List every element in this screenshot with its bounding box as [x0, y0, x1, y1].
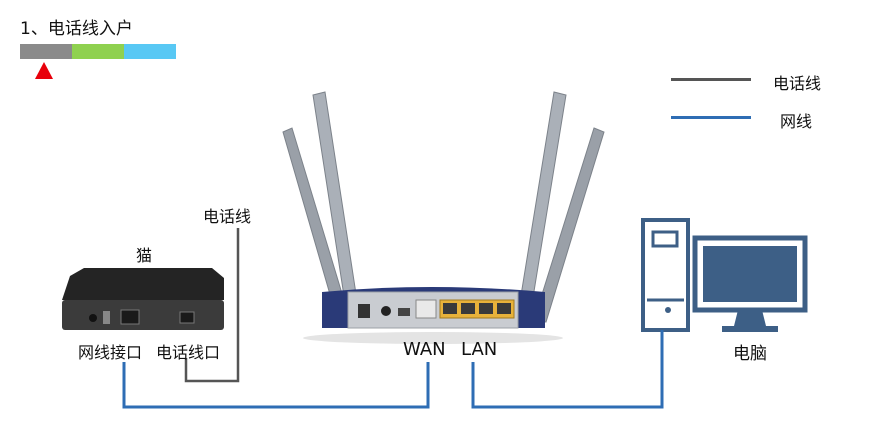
- router-lan-label: LAN: [461, 339, 498, 360]
- modem-network-port: [120, 309, 140, 325]
- modem-button: [103, 311, 110, 324]
- pc-monitor-stand: [734, 310, 766, 326]
- progress-segment-2: [72, 44, 124, 59]
- modem: [62, 268, 224, 330]
- modem-top: [62, 268, 224, 300]
- legend-phone-line-label: 电话线: [773, 74, 822, 93]
- step-title: 1、电话线入户: [20, 19, 133, 39]
- progress-bar: [20, 44, 176, 59]
- pc-tower-light: [665, 307, 671, 313]
- computer-label: 电脑: [733, 344, 767, 364]
- phone-line-label: 电话线: [203, 207, 252, 226]
- lan-to-computer-cable: [471, 330, 664, 409]
- legend-network-line-label: 网线: [780, 112, 813, 131]
- router-button: [398, 308, 410, 316]
- router-power-port: [358, 304, 370, 318]
- antenna-far-right: [533, 127, 605, 323]
- router-power-jack: [381, 306, 391, 316]
- legend-network-line-swatch: [671, 116, 751, 119]
- progress-segment-1: [20, 44, 72, 59]
- modem-phone-port-label: 电话线口: [156, 343, 221, 362]
- pc-monitor-screen: [703, 246, 797, 302]
- router-lan-port-2: [461, 303, 475, 314]
- progress-segment-3: [124, 44, 176, 59]
- router-wan-label: WAN: [403, 339, 446, 360]
- legend-phone-line-swatch: [671, 78, 751, 81]
- antenna-right: [516, 91, 567, 323]
- router-wan-port: [415, 299, 437, 319]
- router-lan-ports: [439, 299, 515, 319]
- modem-label: 猫: [136, 246, 153, 265]
- router-lan-port-3: [479, 303, 493, 314]
- modem-network-port-label: 网线接口: [78, 343, 143, 362]
- router-lan-port-1: [443, 303, 457, 314]
- computer: [641, 218, 808, 332]
- modem-front: [62, 300, 224, 330]
- modem-to-wan-cable: [122, 362, 430, 409]
- router: [303, 287, 563, 344]
- modem-phone-port: [179, 311, 195, 324]
- modem-power-jack: [89, 314, 97, 322]
- phone-cable: [184, 228, 240, 383]
- current-step-marker: [35, 62, 53, 79]
- pc-tower-drive: [651, 230, 679, 248]
- pc-monitor-base: [722, 326, 778, 332]
- router-shadow: [303, 332, 563, 344]
- router-lan-port-4: [497, 303, 511, 314]
